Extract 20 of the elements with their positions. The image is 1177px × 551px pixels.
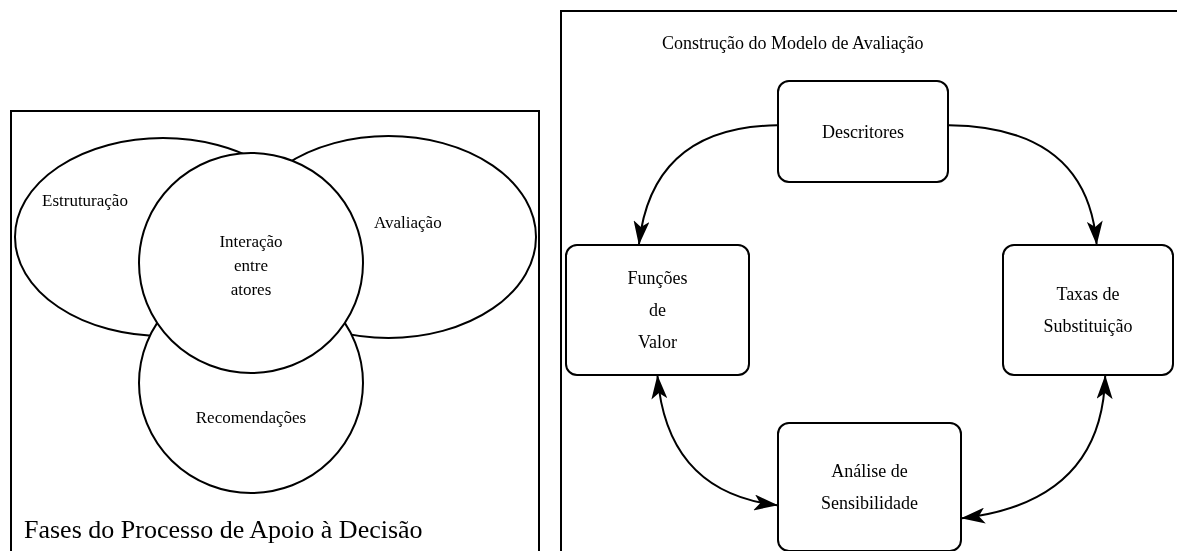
arrow — [634, 124, 778, 245]
arrow — [948, 124, 1102, 245]
panel-frame — [560, 10, 1177, 551]
node-label: Funções de Valor — [627, 267, 688, 354]
rounded-box — [565, 244, 750, 376]
node-label: Construção do Modelo de Avaliação — [662, 32, 924, 55]
arrow — [961, 375, 1112, 523]
panel-frame — [10, 110, 540, 551]
rounded-box — [777, 80, 949, 183]
node-label: Estruturação — [42, 190, 128, 212]
node-label: Avaliação — [374, 212, 442, 234]
node-label: Interação entre atores — [219, 231, 283, 301]
node-label: Fases do Processo de Apoio à Decisão — [24, 514, 423, 546]
rounded-box — [777, 422, 962, 551]
arrow — [652, 375, 778, 510]
node-label: Taxas de Substituição — [1043, 283, 1133, 338]
node-label: Descritores — [822, 120, 904, 144]
node-label: Análise de Sensibilidade — [821, 460, 918, 515]
rounded-box — [1002, 244, 1174, 376]
node-label: Recomendações — [195, 407, 307, 429]
